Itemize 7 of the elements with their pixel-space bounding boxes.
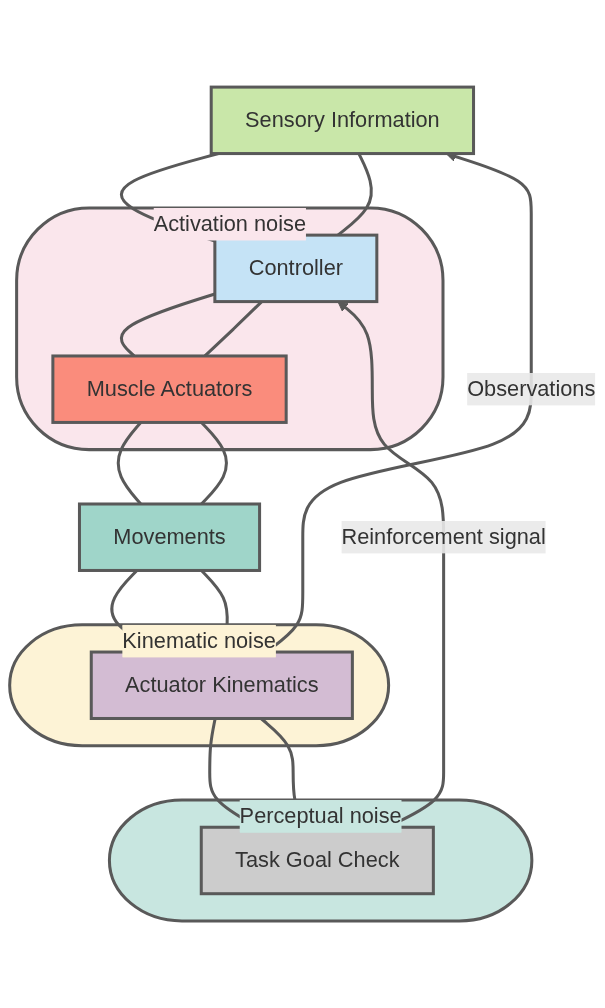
edge-label: Reinforcement signal — [341, 524, 546, 549]
node-box: Sensory Information — [209, 85, 476, 156]
node-box: Controller — [213, 233, 379, 304]
node-box: Muscle Actuators — [51, 354, 288, 424]
node-box: Actuator Kinematics — [89, 650, 354, 720]
edge-label: Observations — [467, 376, 596, 401]
node-box: Movements — [77, 502, 262, 572]
